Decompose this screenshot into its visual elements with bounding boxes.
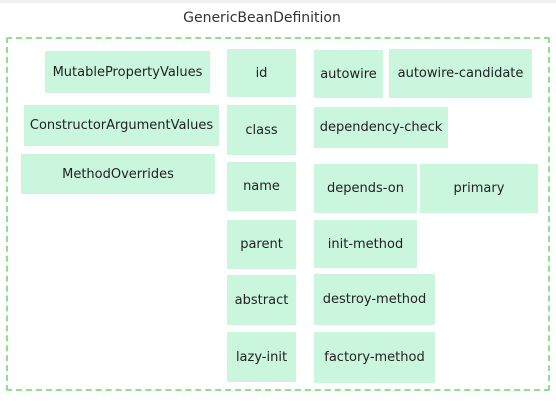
box-init-method: init-method — [314, 220, 417, 268]
box-id: id — [227, 49, 296, 97]
diagram-title: GenericBeanDefinition — [183, 10, 341, 26]
box-destroy-method: destroy-method — [314, 274, 435, 325]
box-lazy-init: lazy-init — [227, 332, 296, 382]
box-mutable-property-values: MutablePropertyValues — [45, 51, 210, 93]
box-depends-on: depends-on — [314, 164, 417, 213]
box-autowire-candidate: autowire-candidate — [389, 49, 532, 98]
box-class: class — [227, 105, 296, 155]
top-divider — [0, 0, 556, 3]
box-primary: primary — [420, 164, 538, 213]
box-constructor-argument-values: ConstructorArgumentValues — [24, 105, 219, 146]
box-name: name — [227, 162, 296, 211]
box-autowire: autowire — [314, 50, 383, 98]
box-abstract: abstract — [227, 275, 296, 325]
box-method-overrides: MethodOverrides — [21, 154, 215, 194]
box-factory-method: factory-method — [314, 332, 435, 383]
box-parent: parent — [227, 220, 296, 269]
box-dependency-check: dependency-check — [314, 107, 448, 148]
bean-definition-frame — [6, 37, 550, 391]
